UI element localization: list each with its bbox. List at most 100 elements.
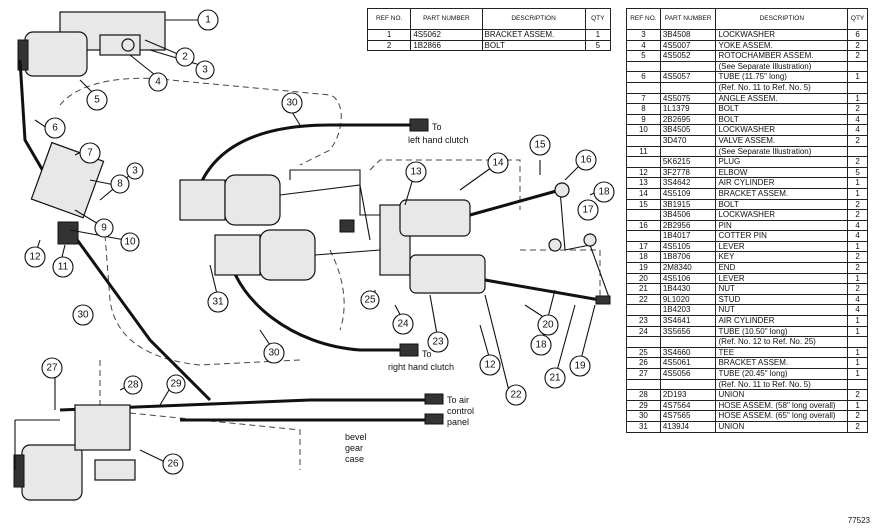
callout-10: 10	[120, 232, 140, 252]
svg-text:To: To	[422, 349, 432, 359]
frame-outline	[59, 77, 601, 470]
callout-8: 8	[110, 174, 130, 194]
svg-text:gear: gear	[345, 443, 363, 453]
cell-part: 2D193	[659, 389, 717, 401]
callout-4: 4	[148, 72, 168, 92]
svg-text:3: 3	[202, 65, 208, 76]
cell-qty: 2	[847, 389, 868, 401]
table-header: REF NO. PART NUMBER DESCRIPTION QTY	[366, 8, 612, 30]
cell-desc: AIR CYLINDER	[715, 177, 849, 189]
cell-qty	[847, 81, 868, 94]
yoke-pin-top	[121, 38, 135, 52]
end-fitting	[595, 295, 611, 305]
cell-qty: 2	[847, 134, 868, 147]
cell-desc: PIN	[715, 219, 849, 232]
table-row: (Ref. No. 11 to Ref. No. 5)	[626, 378, 868, 391]
header-part: PART NUMBER	[410, 8, 483, 30]
cell-ref: 7	[626, 92, 661, 105]
cell-qty: 1	[847, 187, 868, 200]
cell-desc: BOLT	[715, 103, 849, 115]
svg-text:7: 7	[87, 148, 93, 159]
cell-part: 4S7564	[659, 399, 717, 412]
header-ref: REF NO.	[626, 8, 661, 30]
cell-part: 9L1020	[659, 293, 717, 306]
hose-to-air-panel	[59, 398, 440, 412]
lever-lower	[484, 278, 601, 302]
rotochamber-bottom	[21, 444, 83, 501]
cell-part: 4S5057	[659, 71, 717, 83]
cell-qty: 2	[847, 283, 868, 295]
svg-text:bevel: bevel	[345, 432, 367, 442]
cell-desc: (Ref. No. 12 to Ref. No. 25)	[715, 336, 849, 348]
cell-ref: 5	[626, 50, 661, 62]
cell-ref	[626, 134, 661, 147]
cell-part: 4S5105	[659, 240, 717, 253]
cell-qty: 5	[584, 39, 612, 52]
cell-part: 3S4641	[659, 315, 717, 327]
callout-26: 26	[162, 453, 184, 475]
cell-ref: 10	[626, 124, 661, 136]
callout-17: 17	[577, 199, 599, 221]
cell-ref	[626, 378, 661, 391]
cell-desc: ANGLE ASSEM.	[715, 92, 849, 105]
cell-desc: (See Separate Illustration)	[715, 145, 849, 158]
cell-desc: ELBOW	[715, 166, 849, 179]
cell-qty: 1	[847, 92, 868, 105]
callout-22: 22	[505, 384, 527, 406]
cell-part: 1B4430	[659, 283, 717, 295]
cell-desc: STUD	[715, 293, 849, 306]
hose-end-left-clutch	[409, 118, 429, 132]
hose-end-right-clutch	[399, 343, 419, 357]
callout-12-right: 12	[479, 354, 501, 376]
cell-ref: 16	[626, 219, 661, 232]
cell-ref	[626, 209, 661, 221]
cell-desc: NUT	[715, 304, 849, 317]
cell-desc: TEE	[715, 346, 849, 359]
cell-desc: PLUG	[715, 156, 849, 168]
cell-desc: COTTER PIN	[715, 230, 849, 242]
cell-qty: 2	[847, 39, 868, 52]
lever-link	[559, 189, 611, 301]
cell-ref: 1	[366, 29, 412, 41]
cell-ref: 18	[626, 251, 661, 264]
svg-text:left hand clutch: left hand clutch	[408, 135, 469, 145]
callout-13: 13	[405, 161, 427, 183]
cell-part: 3B4506	[659, 209, 717, 221]
cell-desc: (Ref. No. 11 to Ref. No. 5)	[715, 378, 849, 391]
svg-text:28: 28	[127, 380, 139, 391]
cell-qty: 2	[847, 410, 868, 422]
svg-text:22: 22	[510, 390, 522, 401]
cell-part: 1B4017	[659, 230, 717, 242]
svg-text:14: 14	[492, 158, 504, 169]
table-row: (Ref. No. 12 to Ref. No. 25)	[626, 336, 868, 348]
cell-desc: END	[715, 262, 849, 274]
pin-middle	[548, 238, 562, 252]
svg-text:30: 30	[268, 348, 280, 359]
cell-ref: 13	[626, 177, 661, 189]
bracket-assembly-bottom	[74, 404, 131, 451]
yoke-assembly-bottom	[94, 459, 136, 481]
cell-qty	[847, 145, 868, 158]
cell-part: 1B2866	[410, 39, 483, 52]
cell-ref: 2	[366, 39, 412, 52]
cell-part	[659, 81, 717, 94]
label-bevel-gear-case: bevel gear case	[345, 432, 367, 464]
svg-text:15: 15	[534, 140, 546, 151]
cell-ref: 24	[626, 325, 661, 338]
svg-text:20: 20	[542, 320, 554, 331]
cell-ref: 11	[626, 145, 661, 158]
svg-text:2: 2	[182, 52, 188, 63]
hose-to-right-clutch	[228, 259, 410, 352]
